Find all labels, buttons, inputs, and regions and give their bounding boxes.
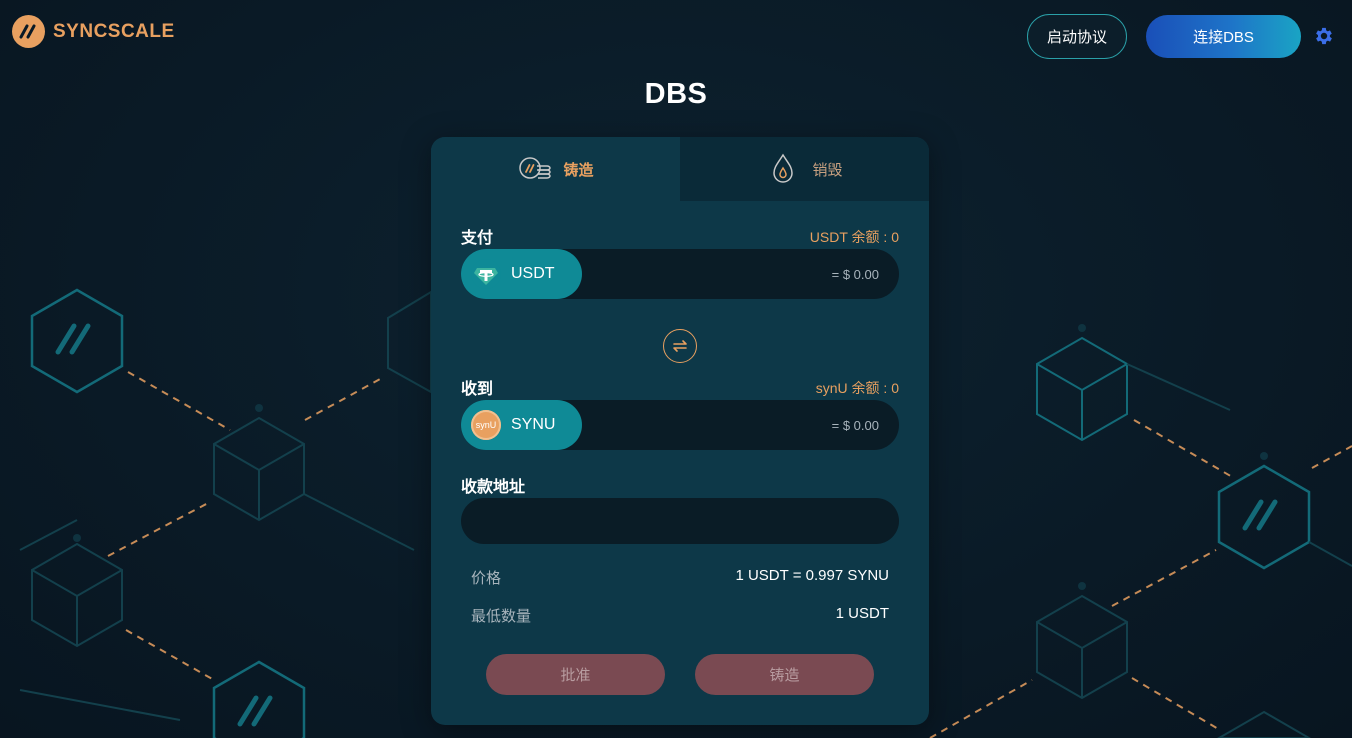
min-amount-row: 最低数量 1 USDT (471, 605, 889, 626)
coins-icon (519, 157, 552, 179)
brand-name: SYNCSCALE (53, 20, 175, 42)
usdt-balance: USDT 余额 : 0 (809, 229, 899, 245)
connect-dbs-button[interactable]: 连接DBS (1146, 15, 1301, 58)
syncscale-logo-icon (12, 15, 45, 48)
swap-arrows-icon (673, 340, 687, 352)
pay-token-name: USDT (511, 265, 555, 282)
receive-token-field[interactable]: synU SYNU = $ 0.00 (461, 400, 899, 450)
price-value: 1 USDT = 0.997 SYNU (735, 567, 889, 584)
tab-mint-label: 铸造 (563, 161, 594, 179)
launch-protocol-button[interactable]: 启动协议 (1027, 14, 1127, 59)
pay-label: 支付 (461, 230, 494, 247)
mint-button[interactable]: 铸造 (695, 654, 874, 695)
brand-logo[interactable]: SYNCSCALE (12, 15, 175, 48)
flame-drop-icon (773, 153, 794, 183)
tab-burn[interactable]: 销毁 (680, 137, 929, 201)
tab-bar: 铸造 销毁 (431, 137, 929, 201)
receive-token-name: SYNU (511, 416, 556, 433)
address-label: 收款地址 (461, 479, 526, 496)
synu-icon-text: synU (475, 420, 497, 430)
approve-button[interactable]: 批准 (486, 654, 665, 695)
swap-button[interactable] (663, 329, 697, 363)
price-row: 价格 1 USDT = 0.997 SYNU (471, 567, 889, 588)
synu-balance: synU 余额 : 0 (815, 380, 899, 396)
receive-usd-value: = $ 0.00 (831, 417, 879, 433)
gear-icon[interactable] (1313, 25, 1335, 47)
tab-burn-label: 销毁 (812, 161, 843, 179)
tether-icon (471, 259, 501, 289)
price-label: 价格 (471, 570, 502, 587)
receive-label: 收到 (461, 381, 494, 398)
pay-token-field[interactable]: USDT = $ 0.00 (461, 249, 899, 299)
mint-card: 铸造 销毁 支付 USDT 余额 : 0 (431, 137, 929, 725)
min-amount-value: 1 USDT (835, 605, 889, 622)
receive-token-selector[interactable]: synU SYNU (461, 400, 582, 450)
pay-usd-value: = $ 0.00 (831, 266, 879, 282)
synu-token-icon: synU (471, 410, 501, 440)
page-title: DBS (644, 78, 708, 110)
min-amount-label: 最低数量 (471, 608, 532, 625)
tab-mint[interactable]: 铸造 (431, 137, 680, 201)
address-input[interactable] (461, 498, 899, 544)
pay-token-selector[interactable]: USDT (461, 249, 582, 299)
